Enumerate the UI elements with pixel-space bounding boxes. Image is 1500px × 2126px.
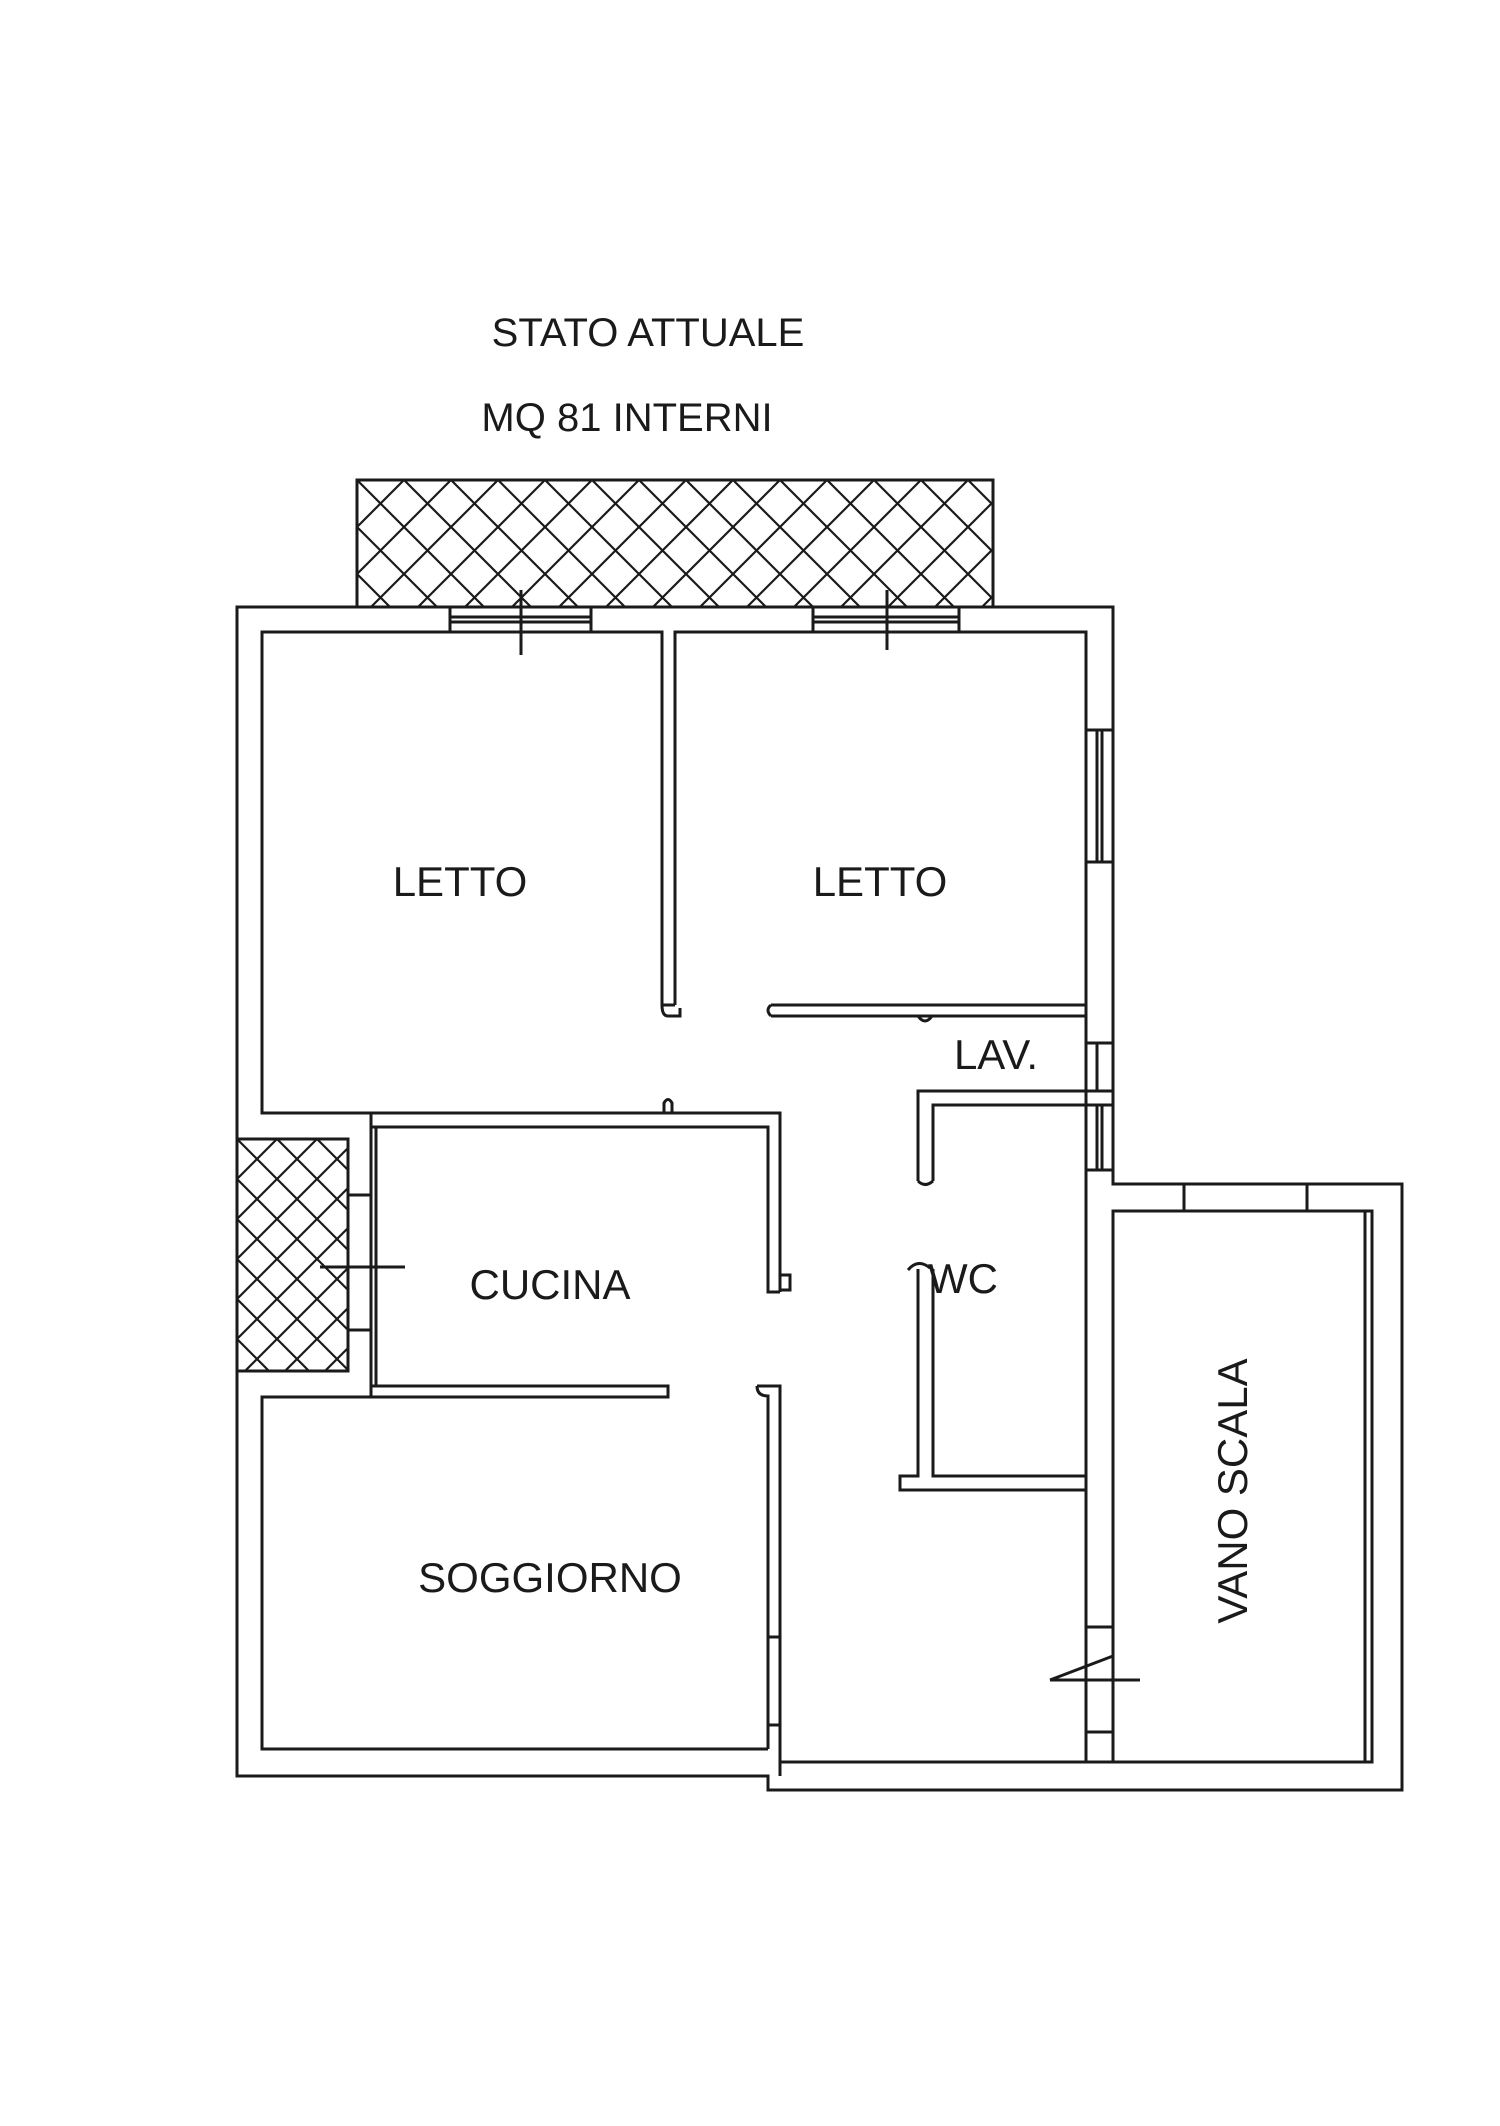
- room-label-stairwell: VANO SCALA: [1209, 1358, 1256, 1623]
- plan-area: MQ 81 INTERNI: [481, 396, 772, 440]
- balcony-north: [355, 478, 995, 609]
- room-label-bathroom: WC: [928, 1255, 998, 1302]
- bedroom-1-wall: [260, 630, 664, 1115]
- window-bedroom-2: [811, 607, 961, 632]
- bathroom-wall: [916, 1089, 1086, 1186]
- room-label-bedroom-2: LETTO: [813, 858, 948, 905]
- balcony-kitchen: [235, 1137, 350, 1373]
- window-laundry: [1086, 1041, 1113, 1093]
- plan-title: STATO ATTUALE: [492, 311, 805, 355]
- room-label-living-room: SOGGIORNO: [418, 1554, 682, 1601]
- entrance-door: [1049, 1625, 1140, 1734]
- room-label-laundry: LAV.: [954, 1031, 1038, 1078]
- bedroom-divider: [673, 630, 1088, 1762]
- room-label-bedroom-1: LETTO: [393, 858, 528, 905]
- kitchen-wall: [369, 1111, 782, 1397]
- kitchen-bottom-wall: [260, 1384, 768, 1751]
- window-bedroom-2-east: [1086, 728, 1113, 864]
- living-room-right-wall: [755, 1384, 782, 1776]
- window-bedroom-1: [448, 607, 593, 632]
- room-label-kitchen: CUCINA: [469, 1261, 630, 1308]
- window-bathroom: [1086, 1103, 1113, 1172]
- bedroom-2-bottom-wall: [766, 1003, 1086, 1018]
- outer-wall: [235, 605, 1404, 1792]
